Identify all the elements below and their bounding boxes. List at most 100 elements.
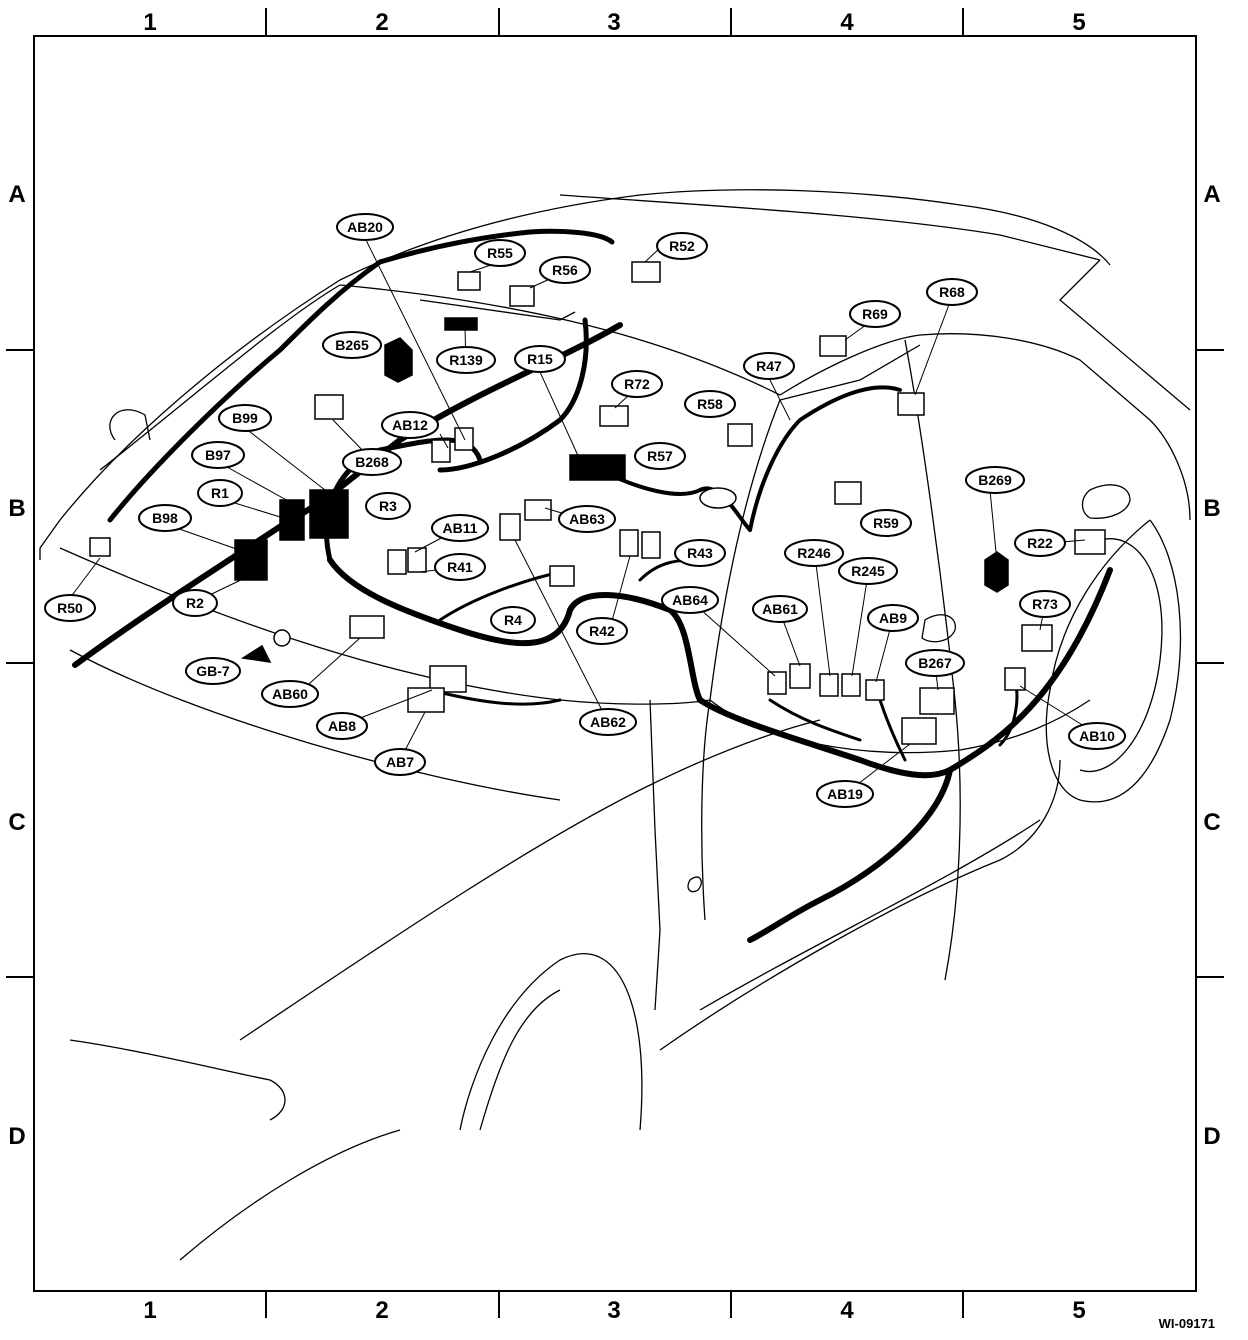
col-label-bottom-4: 4 [840,1297,854,1324]
gb7-arrow-icon [240,644,272,663]
row-label-left-a: A [8,181,25,208]
callout-r47-label: R47 [756,358,782,374]
callout-ab9-label: AB9 [879,610,907,626]
callout-r139: R139 [436,346,496,374]
ab12-connector-a-icon [431,439,451,463]
callout-b98: B98 [138,504,192,532]
callout-r4: R4 [490,606,536,634]
ab11-connector-b-icon [407,547,427,573]
callout-r246: R246 [784,539,844,567]
callout-r72: R72 [611,370,663,398]
ab60-connector-icon [349,615,385,639]
callout-r42-label: R42 [589,623,615,639]
callout-b267: B267 [905,649,965,677]
callout-ab11: AB11 [431,514,489,542]
col-label-top-5: 5 [1072,9,1085,36]
callout-b99-label: B99 [232,410,258,426]
callout-r56-label: R56 [552,262,578,278]
callout-r139-label: R139 [449,352,483,368]
callout-r58-label: R58 [697,396,723,412]
r59-connector-icon [834,481,862,505]
callout-r245-label: R245 [851,563,885,579]
callout-r58: R58 [684,390,736,418]
callout-ab63: AB63 [558,505,616,533]
callout-b268: B268 [342,448,402,476]
r139-bracket-icon [444,317,478,331]
callout-r42: R42 [576,617,628,645]
callout-ab8: AB8 [316,712,368,740]
r57-grommet-icon [699,487,737,509]
callout-r41: R41 [434,553,486,581]
callout-r69: R69 [849,300,901,328]
car-body-outline [39,189,1191,1261]
col-label-bottom-3: 3 [607,1297,620,1324]
callout-r15: R15 [514,345,566,373]
callout-b269-label: B269 [978,472,1012,488]
callout-r57: R57 [634,442,686,470]
callout-ab8-label: AB8 [328,718,356,734]
r22-connector-icon [1074,529,1106,555]
callout-r47: R47 [743,352,795,380]
callout-r1-label: R1 [211,485,229,501]
grid-ticks [6,8,1224,1318]
callout-r4-label: R4 [504,612,522,628]
connectors [89,261,1106,745]
callout-r3-label: R3 [379,498,397,514]
callout-gb7: GB-7 [185,657,241,685]
callout-ab19: AB19 [816,780,874,808]
row-label-left-d: D [8,1123,25,1150]
callout-r68-label: R68 [939,284,965,300]
r15-connector-icon [569,454,626,481]
row-label-right-c: C [1203,809,1220,836]
col-label-top-2: 2 [375,9,388,36]
callout-r2: R2 [172,589,218,617]
callout-b97: B97 [191,441,245,469]
callout-ab7: AB7 [374,748,426,776]
callout-r55: R55 [474,239,526,267]
b267-connector-icon [919,687,955,715]
callout-r52: R52 [656,232,708,260]
callout-ab64-label: AB64 [672,592,708,608]
callout-b98-label: B98 [152,510,178,526]
callout-ab20: AB20 [336,213,394,241]
callout-r59-label: R59 [873,515,899,531]
col-label-top-3: 3 [607,9,620,36]
b265-connector-icon [384,337,413,383]
callout-r43-label: R43 [687,545,713,561]
ab19-connector-icon [901,717,937,745]
ab9-connector-icon [865,679,885,701]
callout-ab12-label: AB12 [392,417,428,433]
callout-r56: R56 [539,256,591,284]
row-label-left-b: B [8,495,25,522]
callout-r22: R22 [1014,529,1066,557]
r245-connector-icon [841,673,861,697]
callout-ab62: AB62 [579,708,637,736]
r42-connector-a-icon [619,529,639,557]
callout-ab64: AB64 [661,586,719,614]
wire-harness [72,228,1113,943]
callout-ab9: AB9 [867,604,919,632]
ab10-connector-icon [1004,667,1026,691]
callout-r15-label: R15 [527,351,553,367]
row-label-right-b: B [1203,495,1220,522]
r73-connector-icon [1021,624,1053,652]
callout-r57-label: R57 [647,448,673,464]
r246-connector-icon [819,673,839,697]
callout-b268-label: B268 [355,454,389,470]
b268-connector-icon [314,394,344,420]
col-label-top-1: 1 [143,9,156,36]
b98-connector-icon [234,539,268,581]
callout-r50: R50 [44,594,96,622]
callout-ab61-label: AB61 [762,601,798,617]
callout-r41-label: R41 [447,559,473,575]
ab11-connector-a-icon [387,549,407,575]
callout-b267-label: B267 [918,655,952,671]
callout-r22-label: R22 [1027,535,1053,551]
callout-r59: R59 [860,509,912,537]
ground-terminal-icon [273,629,291,647]
r52-connector-icon [631,261,661,283]
callout-r69-label: R69 [862,306,888,322]
callout-b265-label: B265 [335,337,369,353]
ab61-connector-icon [789,663,811,689]
